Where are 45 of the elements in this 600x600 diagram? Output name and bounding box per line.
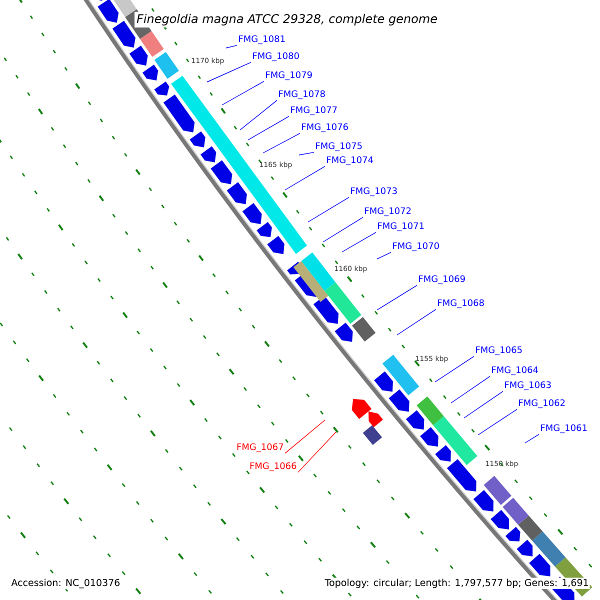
leader-line <box>464 390 504 418</box>
gene-label: FMG_1069 <box>419 275 465 284</box>
gene-label: FMG_1063 <box>505 381 551 390</box>
gene-label: FMG_1072 <box>365 207 411 216</box>
info-text: Topology: circular; Length: 1,797,577 bp; Genes: 1,691 <box>324 578 590 589</box>
gene-label: FMG_1076 <box>302 123 348 132</box>
leader-line <box>434 356 474 382</box>
gene-label: FMG_1081 <box>239 35 285 44</box>
leader-line <box>298 432 336 473</box>
gene-label: FMG_1071 <box>378 222 424 232</box>
leader-line <box>298 152 314 156</box>
gene-label: FMG_1061 <box>541 424 587 434</box>
leader-line <box>376 252 392 260</box>
leader-line <box>284 166 326 190</box>
leader-line <box>262 132 300 154</box>
gene-label: FMG_1066 <box>250 462 296 472</box>
gene-label: FMG_1064 <box>492 366 538 376</box>
leader-line <box>248 116 290 140</box>
leader-line <box>478 408 518 436</box>
leader-line <box>222 80 264 106</box>
leader-line <box>284 420 326 454</box>
leader-line <box>206 62 252 82</box>
gene-label: FMG_1070 <box>393 242 439 252</box>
leader-line <box>308 196 350 222</box>
leader-line <box>226 44 238 48</box>
leader-line <box>240 100 278 130</box>
gene-label: FMG_1079 <box>266 71 312 80</box>
title: Finegoldia magna ATCC 29328, complete genome <box>134 12 440 28</box>
info-text: Accession: NC_010376 <box>10 578 122 590</box>
gene-label: FMG_1080 <box>253 52 299 62</box>
gene-label: FMG_1074 <box>327 156 374 166</box>
leader-line <box>450 376 490 404</box>
gene-label: FMG_1062 <box>519 399 565 408</box>
gene-label: FMG_1068 <box>438 299 484 308</box>
leader-line <box>322 216 364 242</box>
leader-line <box>342 232 376 252</box>
gene-label: FMG_1067 <box>237 443 284 452</box>
leader-line <box>524 434 540 444</box>
leader-line <box>376 284 418 310</box>
gene-label: FMG_1075 <box>316 142 362 152</box>
leader-line <box>396 308 436 336</box>
gene-label: FMG_1078 <box>279 90 325 100</box>
gene-label: FMG_1077 <box>291 106 337 116</box>
gene-label: FMG_1073 <box>351 187 397 196</box>
gene-label: FMG_1065 <box>476 346 522 356</box>
